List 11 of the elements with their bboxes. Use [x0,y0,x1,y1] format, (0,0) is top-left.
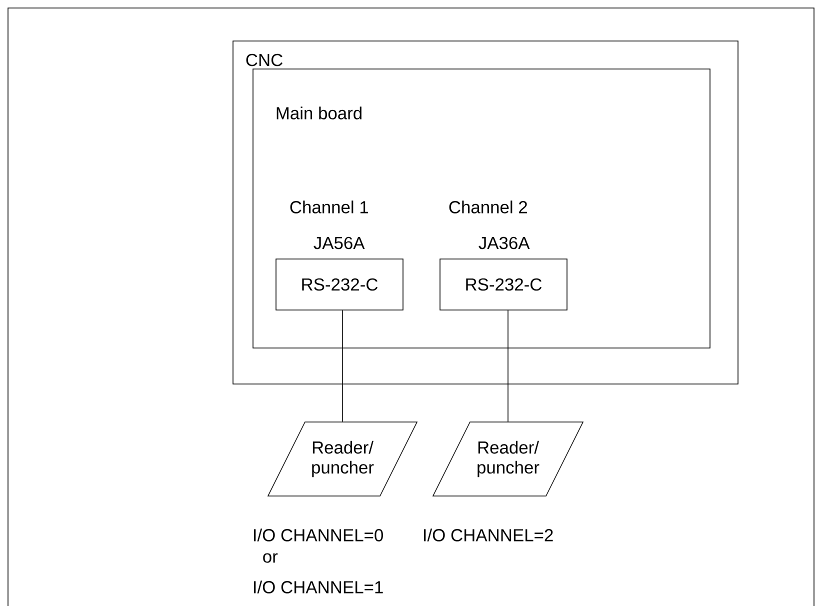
connector-line [342,310,343,422]
channel-note: I/O CHANNEL=1 [254,580,383,594]
port-caption: Channel 1 [290,200,368,214]
channel-note: or [263,553,278,563]
channel-note: I/O CHANNEL=0 [254,528,383,542]
port-caption: Channel 2 [449,200,527,214]
channel-note: I/O CHANNEL=2 [424,528,553,542]
port-box: RS-232-C [276,258,404,310]
port-caption: JA36A [478,236,530,250]
port-caption: JA56A [314,236,365,250]
port-box: RS-232-C [440,258,568,310]
